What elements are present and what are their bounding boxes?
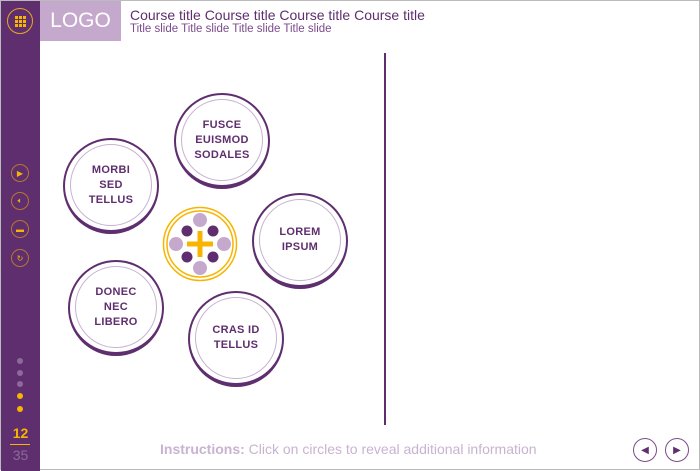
sidebar: ▶ 🔈︎ ▬ ↻ 12 35: [1, 1, 40, 471]
circle-morbi[interactable]: MORBI SED TELLUS: [63, 138, 159, 234]
page-total: 35: [12, 447, 29, 463]
progress-dot: [17, 370, 23, 376]
circle-label: MORBI SED TELLUS: [70, 144, 152, 226]
circle-label: CRAS ID TELLUS: [195, 297, 277, 379]
instructions-text: Click on circles to reveal additional in…: [244, 441, 537, 457]
caption-icon: ▬: [16, 224, 24, 234]
audio-button[interactable]: 🔈︎: [11, 192, 29, 210]
next-button[interactable]: ▶: [665, 438, 689, 462]
next-icon: ▶: [673, 444, 681, 456]
circle-lorem[interactable]: LOREM IPSUM: [252, 193, 348, 289]
center-hub-icon: [162, 206, 238, 282]
grid-icon: [14, 15, 26, 27]
instructions-label: Instructions:: [160, 441, 245, 457]
play-button[interactable]: ▶: [11, 164, 29, 182]
circle-label: DONEC NEC LIBERO: [75, 266, 157, 348]
circle-label: LOREM IPSUM: [259, 199, 341, 281]
circle-fusce[interactable]: FUSCE EUISMOD SODALES: [174, 93, 270, 189]
captions-button[interactable]: ▬: [11, 220, 29, 238]
progress-dot: [17, 358, 23, 364]
play-icon: ▶: [16, 168, 24, 178]
prev-button[interactable]: ◀: [633, 438, 657, 462]
replay-button[interactable]: ↻: [11, 249, 29, 267]
slide-title: Title slide Title slide Title slide Titl…: [130, 23, 332, 35]
replay-icon: ↻: [16, 253, 24, 263]
instructions: Instructions: Click on circles to reveal…: [160, 441, 537, 457]
circle-label: FUSCE EUISMOD SODALES: [181, 99, 263, 181]
menu-button[interactable]: [7, 8, 33, 34]
course-title: Course title Course title Course title C…: [130, 7, 425, 23]
circle-cras[interactable]: CRAS ID TELLUS: [188, 291, 284, 387]
progress-dot: [17, 381, 23, 387]
circle-donec[interactable]: DONEC NEC LIBERO: [68, 260, 164, 356]
vertical-divider: [384, 53, 386, 425]
speaker-icon: 🔈︎: [17, 196, 23, 205]
logo: LOGO: [40, 1, 121, 41]
page-divider: [10, 444, 30, 445]
progress-dot-active: [17, 393, 23, 399]
prev-icon: ◀: [641, 444, 649, 456]
progress-dot-active: [17, 406, 23, 412]
page-current: 12: [12, 425, 29, 441]
